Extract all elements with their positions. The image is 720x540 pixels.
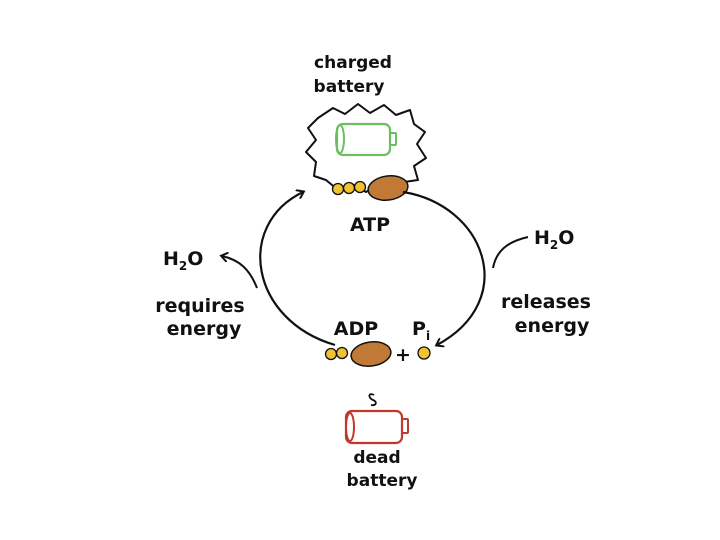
atp-phosphate-2 (342, 181, 356, 195)
charged-battery-label-line2: battery (314, 77, 385, 97)
releases-energy-line2: energy (515, 315, 590, 337)
adp-ribose (350, 341, 392, 367)
water-out-arrow (222, 256, 258, 289)
free-phosphate (417, 346, 431, 360)
releases-energy-line1: releases (501, 291, 591, 313)
dead-battery-icon (344, 409, 409, 445)
plus-sign: + (395, 344, 411, 366)
phosphate-label: Pi (412, 318, 430, 343)
atp-phosphate-1 (331, 182, 345, 196)
atp-phosphate-3 (353, 180, 367, 194)
dead-battery-label-line1: dead (353, 448, 400, 468)
atp-label: ATP (350, 214, 390, 236)
adp-label: ADP (334, 318, 378, 340)
atp-ribose (367, 175, 409, 201)
charged-battery-icon (335, 122, 397, 157)
atp-molecule (331, 175, 409, 201)
charged-battery-label-line1: charged (314, 53, 392, 73)
squiggle-mark (368, 393, 377, 407)
left-cycle-arrow (259, 192, 336, 347)
requires-energy-line2: energy (167, 318, 242, 340)
right-cycle-arrow (402, 190, 486, 345)
adp-molecule (324, 341, 392, 367)
requires-energy-line1: requires (155, 295, 244, 317)
dead-battery-label-line2: battery (347, 471, 418, 491)
charged-battery-burst (305, 103, 427, 193)
water-right-label: H2O (534, 227, 574, 252)
adp-phosphate-1 (324, 347, 338, 361)
water-left-label: H2O (163, 248, 203, 273)
adp-phosphate-2 (335, 346, 349, 360)
water-in-line (492, 236, 529, 269)
